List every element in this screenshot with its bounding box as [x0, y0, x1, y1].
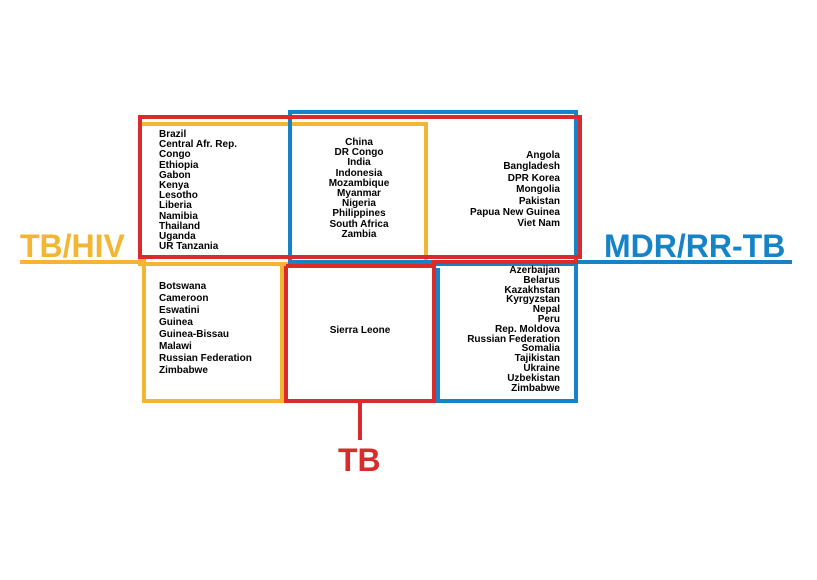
country-item: Malawi [159, 341, 192, 352]
country-item: Azerbaijan [509, 265, 560, 276]
label-tbhiv: TB/HIV [20, 228, 125, 264]
country-item: Philippines [332, 208, 386, 220]
country-item: Brazil [159, 129, 187, 140]
country-item: Lesotho [159, 190, 198, 202]
label-tb: TB [338, 442, 381, 478]
country-item: Botswana [159, 281, 207, 292]
country-item: Mozambique [328, 177, 390, 189]
country-item: Papua New Guinea [469, 207, 560, 219]
country-item: Russian Federation [159, 353, 252, 364]
country-item: Viet Nam [517, 218, 560, 230]
country-item: Guinea-Bissau [159, 329, 230, 340]
country-item: Uganda [159, 231, 196, 243]
country-item: DR Congo [334, 147, 384, 159]
country-item: Ethiopia [159, 159, 199, 171]
country-item: DPR Korea [507, 172, 560, 184]
country-item: Indonesia [335, 167, 383, 179]
country-item: Congo [159, 149, 191, 161]
country-item: Eswatini [159, 305, 200, 316]
country-item: Cameroon [159, 293, 209, 304]
country-item: Namibia [159, 210, 198, 222]
tb-frame-top [138, 115, 582, 259]
country-item: Thailand [159, 220, 201, 232]
country-item: Kenya [159, 180, 190, 192]
country-item: Ukraine [523, 362, 560, 374]
country-item: Belarus [523, 274, 560, 286]
country-item: Rep. Moldova [494, 323, 560, 335]
country-item: Uzbekistan [507, 372, 560, 384]
country-item: Angola [526, 150, 560, 161]
country-item: Myanmar [337, 188, 381, 200]
country-item: UR Tanzania [159, 241, 219, 253]
country-item: Tajikistan [514, 353, 560, 365]
country-item: Nepal [532, 304, 560, 316]
country-item: Sierra Leone [329, 325, 391, 336]
country-item: Nigeria [342, 198, 376, 210]
country-item: Kyrgyzstan [506, 294, 560, 306]
country-item: South Africa [329, 218, 389, 230]
country-item: Zambia [341, 228, 377, 240]
country-item: Bangladesh [503, 161, 560, 173]
tb-frame-bottom [284, 260, 578, 403]
country-item: Somalia [521, 343, 560, 355]
country-item: Russian Federation [467, 333, 560, 345]
country-item: Pakistan [518, 195, 560, 207]
country-item: Peru [537, 313, 560, 325]
country-item: Zimbabwe [159, 365, 208, 376]
country-item: Liberia [159, 200, 192, 212]
group-tb-only: Sierra Leone [290, 325, 430, 336]
country-item: Central Afr. Rep. [159, 139, 237, 151]
country-item: India [347, 157, 371, 169]
country-item: Guinea [159, 317, 193, 328]
label-mdr: MDR/RR-TB [604, 228, 786, 264]
country-item: China [345, 137, 373, 148]
country-item: Mongolia [516, 184, 560, 196]
country-item: Zimbabwe [511, 382, 560, 394]
country-item: Gabon [159, 169, 191, 181]
country-item: Kazakhstan [504, 284, 560, 296]
